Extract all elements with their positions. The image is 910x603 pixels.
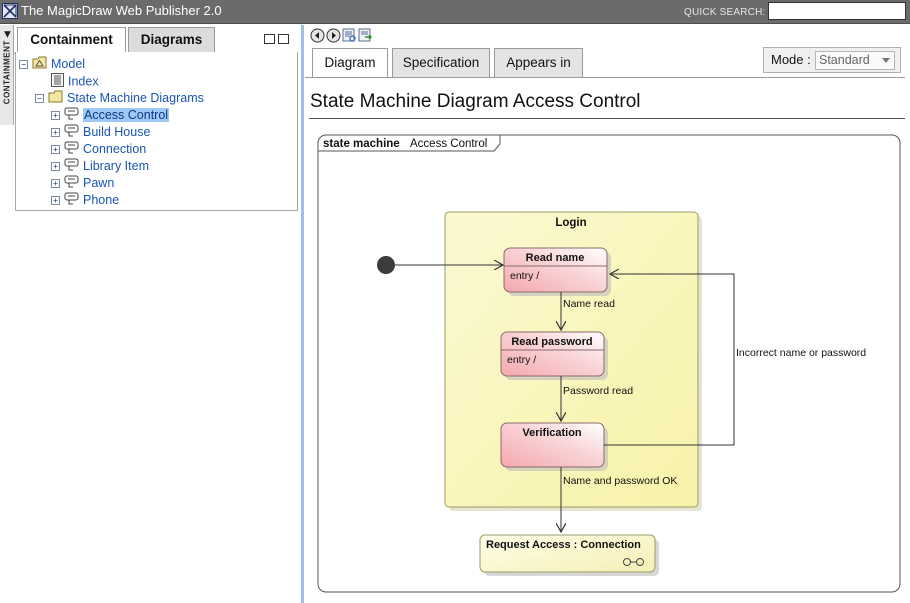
- export-icon[interactable]: [358, 28, 373, 43]
- state-entry: entry /: [507, 354, 536, 366]
- tree-item-label[interactable]: Library Item: [83, 159, 149, 173]
- state-entry: entry /: [510, 270, 539, 282]
- forward-icon[interactable]: [326, 28, 341, 43]
- page-title: State Machine Diagram Access Control: [310, 91, 641, 112]
- index-icon: [51, 73, 64, 90]
- collapse-icon[interactable]: −: [35, 93, 44, 103]
- state-machine-diagram-icon: [64, 192, 79, 208]
- composite-state-label: Login: [555, 217, 586, 229]
- mode-selector: Mode : Standard: [763, 47, 901, 73]
- expand-icon[interactable]: +: [51, 144, 60, 154]
- tab-diagram[interactable]: Diagram: [312, 48, 388, 78]
- nav-toolbar: [310, 28, 374, 44]
- transition-incorrect: [604, 274, 735, 446]
- state-machine-diagram-icon: [64, 141, 79, 157]
- tree-item-library-item[interactable]: + Library Item: [51, 158, 149, 175]
- state-machine-diagram-icon: [64, 175, 79, 191]
- frame-name: Access Control: [410, 138, 487, 150]
- expand-icon[interactable]: +: [51, 110, 60, 120]
- state-machine-diagram-icon: [64, 158, 79, 174]
- tree-item-label[interactable]: Access Control: [83, 108, 170, 122]
- containment-tree: − Model Index − State Machine Diagrams + Ac…: [15, 52, 298, 211]
- state-name: Verification: [522, 427, 582, 439]
- submachine-state-label: Request Access : Connection: [486, 539, 641, 551]
- tab-specification[interactable]: Specification: [392, 48, 490, 77]
- tree-item-label[interactable]: Phone: [83, 193, 120, 207]
- model-icon: [32, 56, 47, 72]
- chevron-down-icon: [882, 58, 890, 63]
- quick-search-label: QUICK SEARCH:: [684, 7, 766, 18]
- mode-value: Standard: [819, 53, 870, 67]
- tree-item-label[interactable]: Pawn: [83, 176, 115, 190]
- tree-item-pawn[interactable]: + Pawn: [51, 175, 114, 192]
- tree-item-label[interactable]: Index: [68, 74, 99, 89]
- transition-label: Name and password OK: [563, 475, 677, 487]
- tree-item-model[interactable]: − Model: [19, 56, 85, 73]
- tree-item-state-machine-diagrams[interactable]: − State Machine Diagrams: [35, 90, 204, 107]
- tree-item-label[interactable]: State Machine Diagrams: [67, 91, 204, 105]
- submachine-state-request-access[interactable]: [479, 534, 656, 573]
- restore-icon[interactable]: [278, 34, 289, 44]
- state-name: Read name: [526, 252, 585, 264]
- initial-state: [377, 256, 395, 274]
- app-logo-icon: [2, 3, 18, 19]
- frame-keyword: state machine: [323, 138, 400, 150]
- tree-item-label[interactable]: Model: [51, 57, 86, 71]
- state-machine-diagram-icon: [64, 124, 79, 140]
- state-machine-diagram-icon: [64, 107, 79, 123]
- containment-side-tab[interactable]: CONTAINMENT ◀: [0, 25, 14, 125]
- transition-label: Incorrect name or password: [736, 347, 866, 359]
- right-panel: Diagram Specification Appears in Mode : …: [305, 25, 910, 603]
- tree-item-access-control[interactable]: + Access Control: [51, 107, 170, 124]
- mode-label: Mode :: [771, 52, 811, 67]
- transition-label: Name read: [563, 298, 615, 310]
- mode-dropdown[interactable]: Standard: [815, 51, 895, 70]
- submachine-link-icon: [623, 558, 644, 566]
- panel-splitter[interactable]: [301, 25, 304, 603]
- side-tab-label: CONTAINMENT ◀: [2, 30, 12, 105]
- title-bar: The MagicDraw Web Publisher 2.0 QUICK SE…: [0, 0, 910, 24]
- expand-icon[interactable]: +: [51, 178, 60, 188]
- tree-item-connection[interactable]: + Connection: [51, 141, 146, 158]
- state-machine-diagram: state machine Access Control Login Read …: [317, 134, 903, 598]
- tree-item-label[interactable]: Build House: [83, 125, 151, 139]
- transition-label: Password read: [563, 385, 633, 397]
- tree-item-phone[interactable]: + Phone: [51, 192, 119, 209]
- app-title: The MagicDraw Web Publisher 2.0: [21, 3, 222, 18]
- state-read-name[interactable]: [503, 247, 608, 293]
- expand-icon[interactable]: +: [51, 127, 60, 137]
- panel-window-controls: [264, 29, 292, 48]
- frame-tab: [318, 135, 501, 152]
- tab-divider: [305, 77, 905, 78]
- minimize-icon[interactable]: [264, 34, 275, 44]
- title-divider: [309, 118, 905, 119]
- quick-search-input[interactable]: [768, 2, 906, 20]
- tab-containment[interactable]: Containment: [17, 27, 126, 54]
- tab-appears-in[interactable]: Appears in: [494, 48, 583, 77]
- left-panel: Containment Diagrams − Model Index − State…: [14, 25, 301, 603]
- find-icon[interactable]: [342, 28, 357, 43]
- tree-item-label[interactable]: Connection: [83, 142, 147, 156]
- state-read-password[interactable]: [500, 331, 605, 377]
- tab-diagrams[interactable]: Diagrams: [128, 27, 215, 53]
- tree-item-index[interactable]: Index: [51, 73, 99, 90]
- collapse-icon[interactable]: −: [19, 59, 28, 69]
- expand-icon[interactable]: +: [51, 195, 60, 205]
- back-icon[interactable]: [310, 28, 325, 43]
- expand-icon[interactable]: +: [51, 161, 60, 171]
- tree-item-build-house[interactable]: + Build House: [51, 124, 150, 141]
- state-name: Read password: [511, 336, 592, 348]
- folder-icon: [48, 90, 63, 106]
